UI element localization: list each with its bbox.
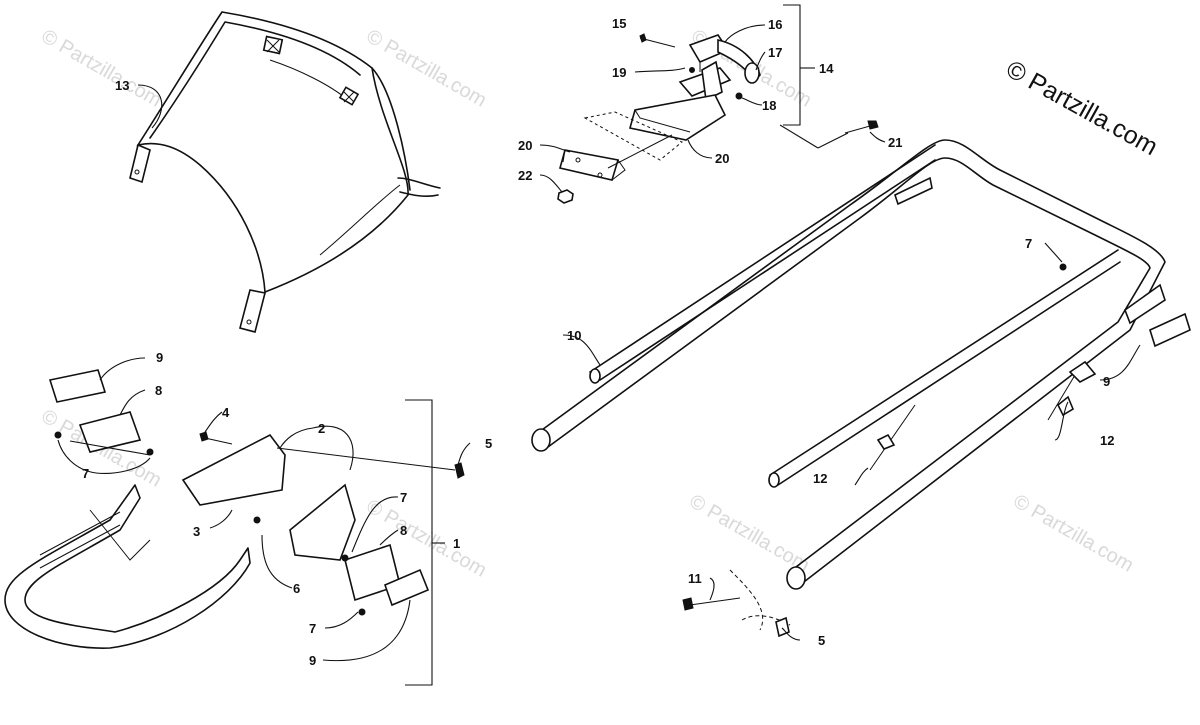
callout-9: 9 [309,653,316,668]
callout-17: 17 [768,45,782,60]
watermark: © Partzilla.com [38,25,166,111]
callout-3: 3 [193,524,200,539]
callout-10: 10 [567,328,581,343]
watermark: © Partzilla.com [686,490,814,576]
callout-12: 12 [813,471,827,486]
callout-4: 4 [222,405,230,420]
windshield-part [129,11,441,333]
callout-1: 1 [453,536,460,551]
callout-7: 7 [82,466,89,481]
callout-8: 8 [400,523,407,538]
callout-14: 14 [819,61,834,76]
callout-22: 22 [518,168,532,183]
callout-11: 11 [688,571,702,586]
tube-frame [531,139,1191,590]
leader-lines [57,24,1141,662]
callout-8: 8 [155,383,162,398]
callout-20: 20 [518,138,532,153]
callout-labels: 1 2 3 4 5 5 6 7 7 7 7 8 8 9 9 9 10 11 12… [82,16,1114,668]
callout-12: 12 [1100,433,1114,448]
callout-13: 13 [115,78,129,93]
callout-20: 20 [715,151,729,166]
watermark: © Partzilla.com [363,25,491,111]
callout-9: 9 [156,350,163,365]
callout-5: 5 [818,633,825,648]
callout-5: 5 [485,436,492,451]
callout-6: 6 [293,581,300,596]
callout-9: 9 [1103,374,1110,389]
callout-7: 7 [400,490,407,505]
callout-7: 7 [1025,236,1032,251]
callout-18: 18 [762,98,776,113]
callout-21: 21 [888,135,902,150]
callout-15: 15 [612,16,626,31]
group-brackets [405,4,815,686]
lower-right-parts [682,360,1097,638]
callout-19: 19 [612,65,626,80]
hitch-assembly [557,33,879,204]
bumper-assembly [4,369,465,649]
callout-16: 16 [768,17,782,32]
watermark: © Partzilla.com [1010,490,1138,576]
callout-7: 7 [309,621,316,636]
callout-2: 2 [318,421,325,436]
